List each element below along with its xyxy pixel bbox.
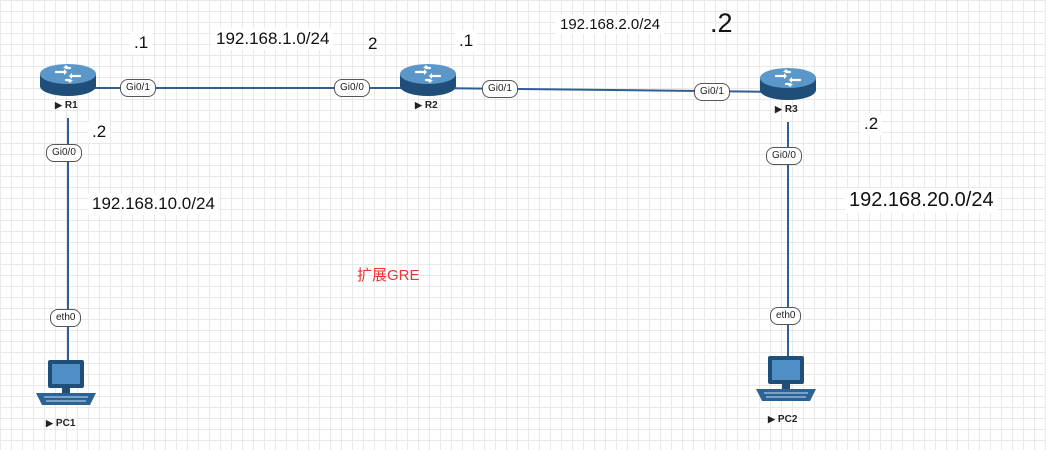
port-r1-gi01[interactable]: Gi0/1 (120, 79, 156, 97)
pc-icon[interactable] (35, 359, 97, 406)
address-label-r2-right: .1 (455, 30, 478, 52)
network-label-r3-lan: 192.168.20.0/24 (845, 188, 998, 213)
pc2-label: ▶PC2 (768, 414, 798, 425)
device-name: PC1 (55, 418, 76, 429)
router-r1-label: ▶R1 (55, 100, 78, 111)
port-r2-gi01[interactable]: Gi0/1 (482, 80, 518, 98)
device-name: R1 (64, 100, 78, 111)
device-name: R3 (784, 104, 798, 115)
network-label-r1-lan: 192.168.10.0/24 (88, 193, 219, 215)
address-label-r3-wan: .2 (710, 8, 733, 38)
router-icon[interactable] (398, 62, 458, 98)
port-r3-gi00[interactable]: Gi0/0 (766, 147, 802, 165)
router-icon[interactable] (38, 62, 98, 98)
address-label-r3-lan: .2 (860, 113, 883, 135)
router-r2-label: ▶R2 (415, 100, 438, 111)
router-r3-label: ▶R3 (775, 104, 798, 115)
port-pc2-eth0[interactable]: eth0 (770, 307, 802, 325)
address-label-r1-wan: .1 (130, 32, 153, 54)
network-label-r1-r2: 192.168.1.0/24 (212, 28, 334, 50)
device-name: R2 (424, 100, 438, 111)
pc1-label: ▶PC1 (46, 418, 76, 429)
port-r1-gi00[interactable]: Gi0/0 (46, 144, 82, 162)
router-icon[interactable] (758, 66, 818, 102)
port-r2-gi00[interactable]: Gi0/0 (334, 79, 370, 97)
port-r3-gi01[interactable]: Gi0/1 (694, 83, 730, 101)
network-label-r2-r3: 192.168.2.0/24 (556, 15, 665, 34)
pc-icon[interactable] (755, 355, 817, 402)
address-label-r1-lan: .2 (88, 121, 111, 143)
device-name: PC2 (777, 414, 798, 425)
address-label-r2-left: 2 (368, 34, 378, 53)
gre-annotation: 扩展GRE (357, 267, 420, 284)
port-pc1-eth0[interactable]: eth0 (50, 309, 82, 327)
